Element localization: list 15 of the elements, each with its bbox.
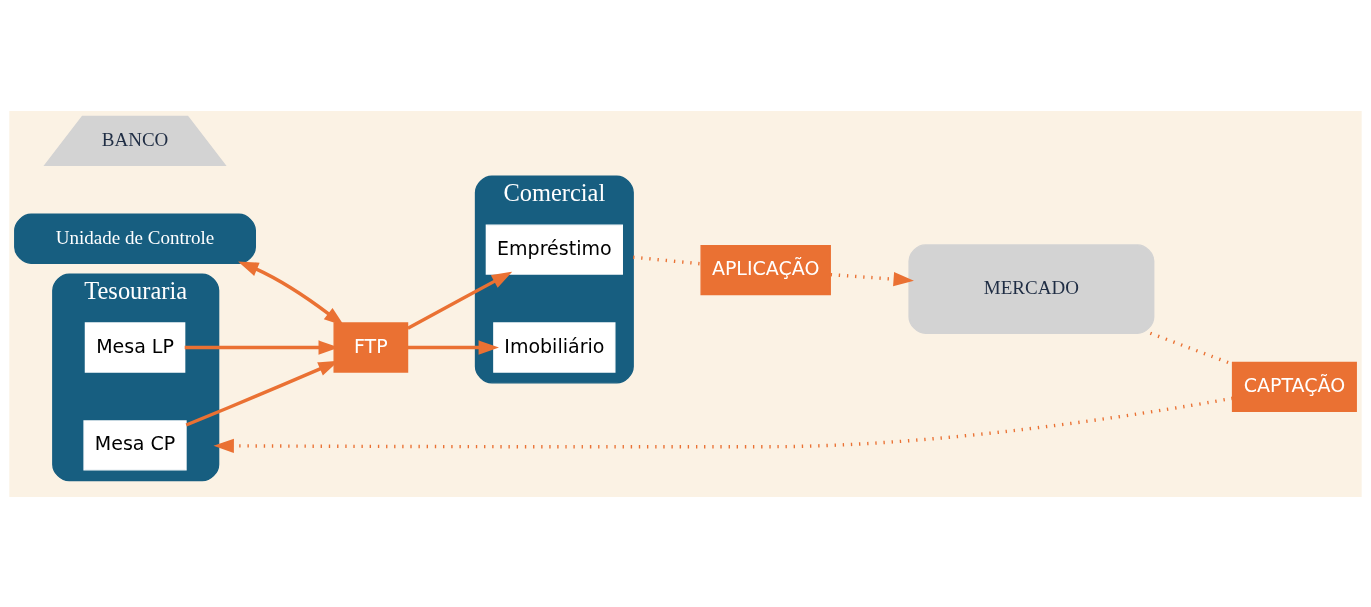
node-box: Unidade de Controle [14, 213, 256, 264]
node-box: Imobiliário [493, 321, 616, 373]
arrow [830, 271, 914, 286]
node-box: APLICAÇÃO [700, 244, 831, 295]
arrow [238, 260, 345, 326]
node-box: Mesa CP [83, 419, 187, 470]
arrow [407, 271, 513, 330]
node-box: FTP [333, 321, 409, 373]
connector [633, 255, 701, 265]
arrow [407, 339, 499, 355]
node-box: Mesa LP [84, 321, 186, 373]
arrow [213, 396, 1233, 453]
node-box: MERCADO [908, 243, 1155, 334]
node-box: CAPTAÇÃO [1231, 361, 1357, 412]
node-box: Empréstimo [485, 224, 623, 275]
